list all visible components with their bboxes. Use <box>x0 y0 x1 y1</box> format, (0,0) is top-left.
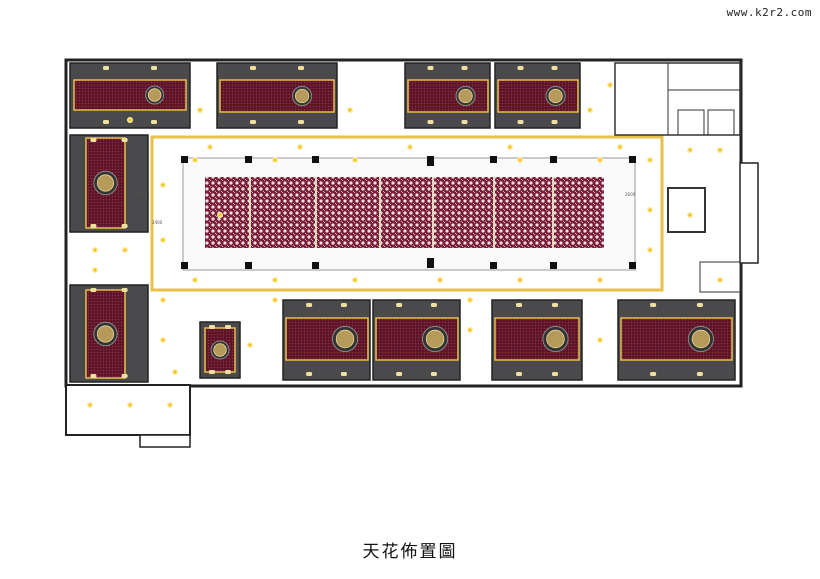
light-fixture-icon <box>90 374 97 378</box>
light-fixture-icon <box>151 120 157 124</box>
private-room <box>69 284 149 383</box>
watermark: www.k2r2.com <box>726 6 812 19</box>
light-fixture-icon <box>551 66 558 70</box>
height-label: 2600 <box>625 192 636 197</box>
light-fixture-icon <box>430 372 437 376</box>
light-fixture-icon <box>306 372 313 376</box>
private-room <box>617 299 736 381</box>
private-room <box>69 134 149 233</box>
light-fixture-icon <box>340 372 347 376</box>
columns <box>181 156 636 269</box>
light-fixture-icon <box>250 66 256 70</box>
light-fixture-icon <box>696 303 703 307</box>
light-fixture-icon <box>103 66 109 70</box>
light-fixture-icon <box>250 120 256 124</box>
light-fixture-icon <box>121 288 128 292</box>
height-label: 2400 <box>152 220 163 225</box>
drawing-title: 天花佈置圖 <box>362 542 458 562</box>
light-fixture-icon <box>396 303 403 307</box>
downlights <box>87 82 723 408</box>
light-fixture-icon <box>427 120 434 124</box>
private-room <box>216 62 338 129</box>
light-fixture-icon <box>121 224 128 228</box>
carpet-ceiling-panel <box>73 79 187 111</box>
light-fixture-icon <box>90 288 97 292</box>
light-fixture-icon <box>103 120 109 124</box>
light-fixture-icon <box>298 120 304 124</box>
light-fixture-icon <box>90 224 97 228</box>
light-fixture-icon <box>551 120 558 124</box>
central-hall <box>150 135 664 292</box>
light-fixture-icon <box>461 120 468 124</box>
light-fixture-icon <box>650 372 657 376</box>
light-fixture-icon <box>225 325 231 329</box>
light-fixture-icon <box>151 66 157 70</box>
light-fixture-icon <box>516 303 522 307</box>
light-fixture-icon <box>430 303 437 307</box>
light-fixture-icon <box>209 370 215 374</box>
light-fixture-icon <box>696 372 703 376</box>
light-fixture-icon <box>650 303 657 307</box>
carpet-ceiling-panel <box>219 79 335 113</box>
private-rooms <box>69 62 736 383</box>
light-fixture-icon <box>516 372 522 376</box>
light-fixture-icon <box>517 66 524 70</box>
light-fixture-icon <box>427 66 434 70</box>
carpet-ceiling-panel <box>407 79 489 113</box>
private-room <box>404 62 491 129</box>
elevator <box>667 187 706 233</box>
light-fixture-icon <box>461 66 468 70</box>
light-fixture-icon <box>209 325 215 329</box>
light-fixture-icon <box>306 303 313 307</box>
carpet-ceiling-panel <box>497 79 579 113</box>
service-area <box>614 62 741 293</box>
carpet-ceiling-panel <box>620 317 733 361</box>
private-room <box>372 299 461 381</box>
light-fixture-icon <box>396 372 403 376</box>
light-fixture-icon <box>552 303 558 307</box>
light-fixture-icon <box>517 120 524 124</box>
private-room <box>282 299 371 381</box>
light-fixture-icon <box>298 66 304 70</box>
private-room <box>199 321 241 379</box>
height-label: 2500 <box>137 192 148 197</box>
light-fixture-icon <box>340 303 347 307</box>
private-room <box>494 62 581 129</box>
light-fixture-icon <box>121 138 128 142</box>
light-fixture-icon <box>225 370 231 374</box>
light-fixture-icon <box>552 372 558 376</box>
lattice-ceiling-panel <box>205 177 604 248</box>
light-fixture-icon <box>90 138 97 142</box>
private-room <box>491 299 583 381</box>
light-fixture-icon <box>121 374 128 378</box>
